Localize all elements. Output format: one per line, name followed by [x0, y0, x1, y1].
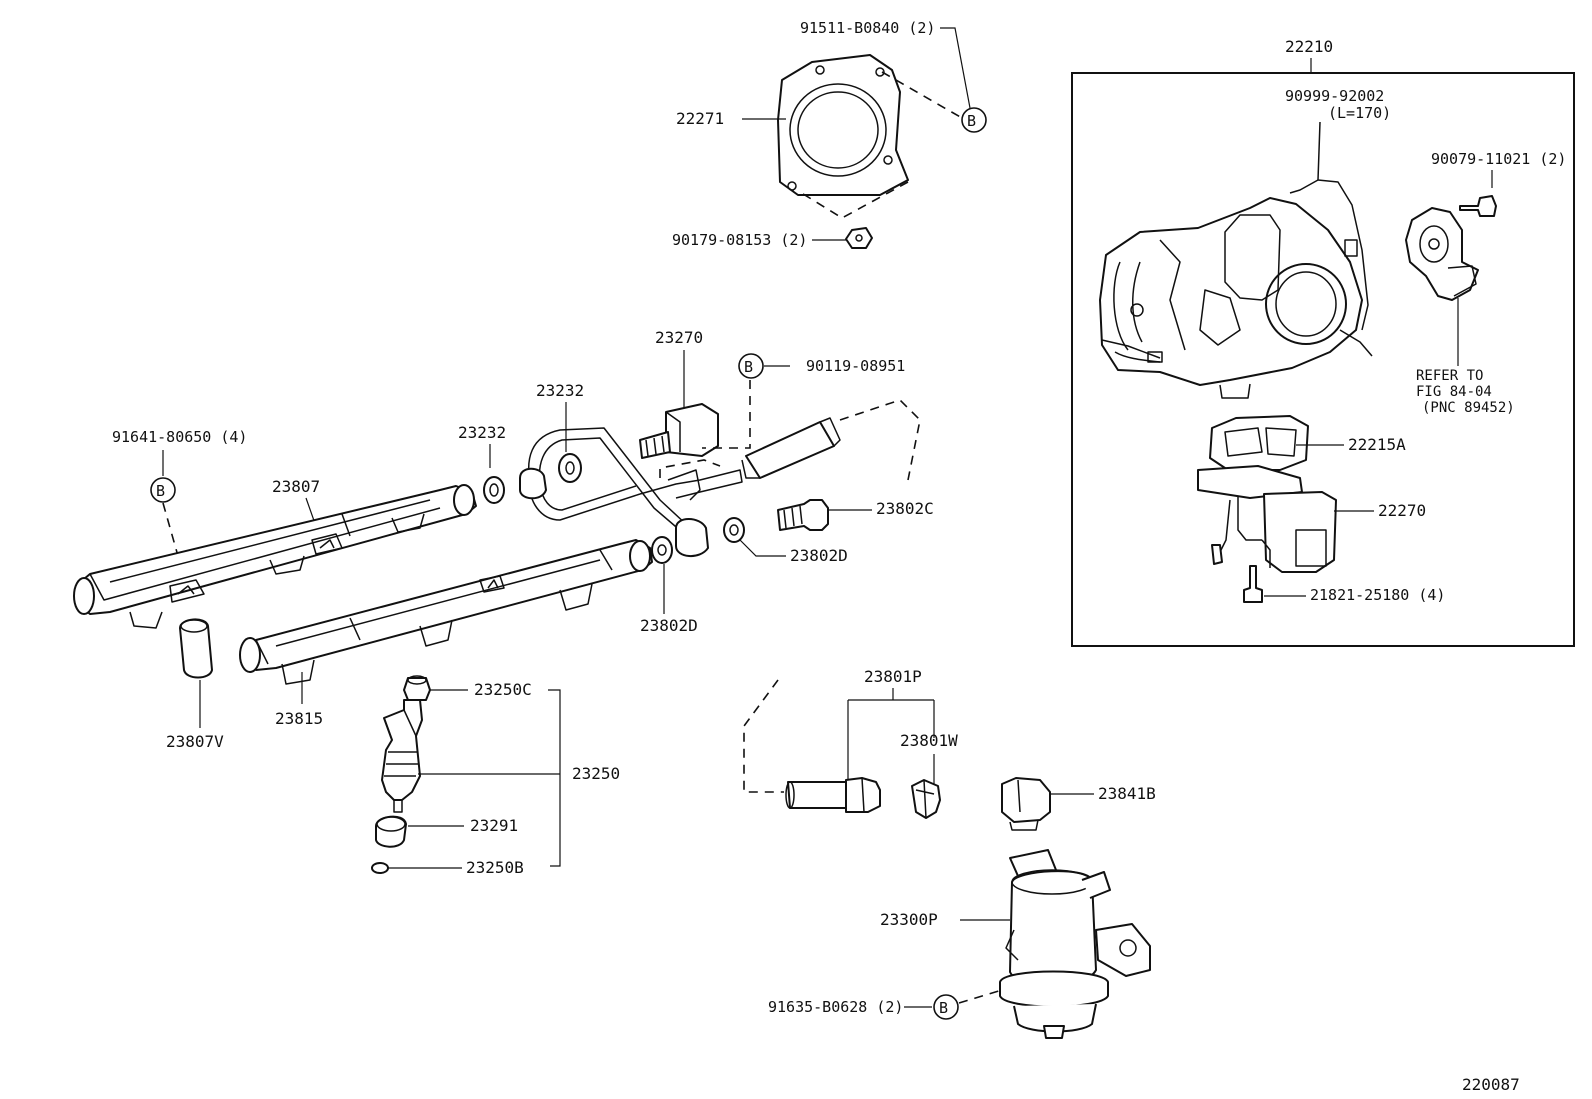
fuel-injector-23250 [381, 699, 423, 813]
idle-air-control-valve-22270 [1197, 465, 1337, 573]
delivery-pipe-23815 [239, 539, 653, 685]
label-22271: 22271 [676, 109, 724, 128]
gasket-22215a [1209, 415, 1309, 471]
label-23300p: 23300P [880, 910, 938, 929]
figure-number: 220087 [1462, 1075, 1520, 1094]
label-23250c: 23250C [474, 680, 532, 699]
reference-b-bottom [933, 994, 959, 1020]
gasket-23232-b [558, 453, 582, 483]
throttle-position-sensor [1405, 207, 1479, 301]
label-22270: 22270 [1378, 501, 1426, 520]
label-90179-08153: 90179-08153 (2) [672, 231, 807, 249]
insulator-23250c [403, 675, 431, 701]
label-fig-84-04: FIG 84-04 [1416, 384, 1492, 400]
ref-b-top: B [967, 112, 976, 130]
screw-21821-25180 [1243, 565, 1263, 603]
label-23801w: 23801W [900, 731, 958, 750]
pressure-regulator-23270 [639, 403, 719, 459]
reference-b-left [150, 477, 176, 503]
ref-b-mid: B [744, 358, 753, 376]
label-22210: 22210 [1285, 37, 1333, 56]
fuel-pipe [519, 417, 841, 557]
label-90079-11021: 90079-11021 (2) [1431, 150, 1566, 168]
union-bolt-23802c [777, 499, 829, 531]
connector-23841b [1001, 777, 1051, 831]
label-23807v: 23807V [166, 732, 224, 751]
label-23815: 23815 [275, 709, 323, 728]
fuel-hose-and-connector-23801p [785, 777, 881, 813]
gasket-22271 [777, 54, 963, 219]
label-23841b: 23841B [1098, 784, 1156, 803]
label-23802d-right: 23802D [790, 546, 848, 565]
o-ring-23250b [371, 862, 389, 874]
label-23802c: 23802C [876, 499, 934, 518]
label-21821-25180: 21821-25180 (4) [1310, 586, 1445, 604]
label-refer-to: REFER TO [1416, 368, 1483, 384]
label-90999-92002: 90999-92002 [1285, 87, 1384, 105]
fuel-filter-23300p [999, 849, 1151, 1039]
gasket-23802d-left [651, 536, 673, 564]
gasket-23802d-right [723, 517, 745, 543]
label-23801p: 23801P [864, 667, 922, 686]
label-23232-lower: 23232 [458, 423, 506, 442]
insulator-23807v [179, 618, 213, 679]
retainer-23801w [911, 779, 941, 819]
bolt-90179-08153 [845, 227, 873, 249]
label-23802d-bottom: 23802D [640, 616, 698, 635]
bolt-90079-11021 [1459, 195, 1497, 217]
label-hose-length: (L=170) [1328, 104, 1391, 122]
reference-b-top [961, 107, 987, 133]
label-23250: 23250 [572, 764, 620, 783]
ref-b-bottom: B [939, 999, 948, 1017]
gasket-23232-a [483, 476, 505, 504]
label-22215a: 22215A [1348, 435, 1406, 454]
label-23270: 23270 [655, 328, 703, 347]
label-91641-80650: 91641-80650 (4) [112, 428, 247, 446]
throttle-body-22210 [1099, 121, 1373, 399]
ref-b-left: B [156, 482, 165, 500]
label-23807: 23807 [272, 477, 320, 496]
label-91635-b0628: 91635-B0628 (2) [768, 998, 903, 1016]
reference-b-mid [738, 353, 764, 379]
label-23232-upper: 23232 [536, 381, 584, 400]
delivery-pipe-23807 [73, 484, 477, 629]
label-pnc-89452: (PNC 89452) [1422, 400, 1515, 416]
label-23250b: 23250B [466, 858, 524, 877]
o-ring-23291 [375, 815, 407, 848]
label-90119-08951: 90119-08951 [806, 357, 905, 375]
label-23291: 23291 [470, 816, 518, 835]
label-91511-b0840: 91511-B0840 (2) [800, 19, 935, 37]
throttle-body-assembly-box [1071, 72, 1575, 647]
